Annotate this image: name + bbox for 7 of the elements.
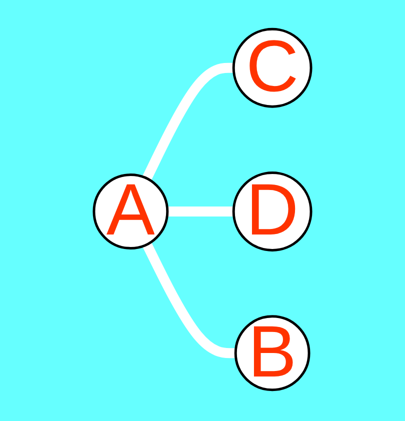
node-circle: B xyxy=(234,315,310,392)
connector xyxy=(142,62,234,181)
connector xyxy=(142,242,236,358)
connector xyxy=(167,206,234,216)
node-circle: A xyxy=(92,174,169,250)
node-circle: C xyxy=(232,28,312,108)
node-circle: D xyxy=(232,172,312,252)
